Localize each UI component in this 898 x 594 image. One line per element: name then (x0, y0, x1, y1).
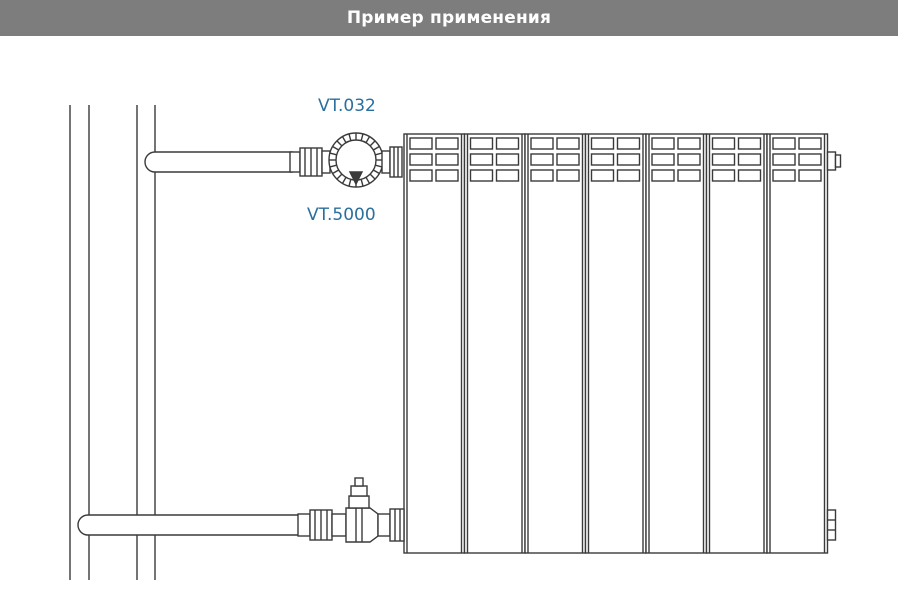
supply-pipe-top (144, 151, 293, 173)
wall-lines (69, 105, 156, 580)
valve-label-bottom: VT.5000 (307, 205, 376, 225)
valve-label-top: VT.032 (318, 96, 376, 116)
radiator-section (645, 133, 708, 554)
return-pipe-bottom (77, 514, 300, 536)
lockshield-valve-bottom (297, 477, 405, 543)
radiator (403, 133, 842, 554)
radiator-section (524, 133, 587, 554)
radiator-section (463, 133, 526, 554)
radiator-section (584, 133, 647, 554)
radiator-section (766, 133, 829, 554)
radiator-section (403, 133, 466, 554)
page-title: Пример применения (346, 8, 552, 28)
thermostatic-valve-top (289, 132, 403, 188)
radiator-section (705, 133, 768, 554)
header-bar: Пример применения (0, 0, 898, 36)
